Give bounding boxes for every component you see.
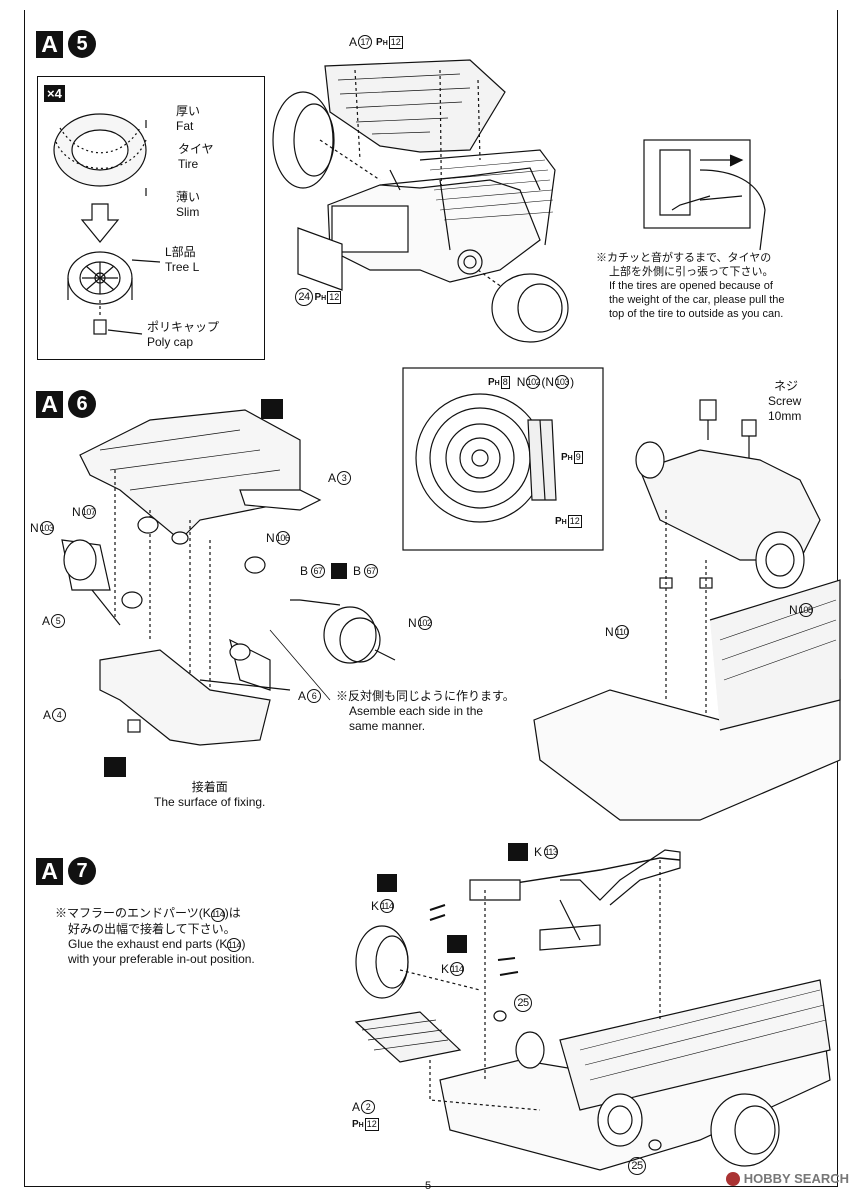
step-a5-header: A 5	[36, 30, 96, 58]
step-number: 7	[68, 857, 96, 885]
part-25-bottom: 25	[628, 1157, 646, 1175]
glue-icon	[508, 843, 528, 861]
step-a6-header: A 6	[36, 390, 96, 418]
watermark-logo-icon	[725, 1171, 740, 1186]
glue-icon	[377, 874, 397, 892]
glue-icon	[447, 935, 467, 953]
step-letter: A	[36, 30, 63, 58]
watermark: HOBBY SEARCH	[725, 1171, 849, 1186]
tire-detail-box: ×4	[37, 76, 265, 360]
mirror-icon	[331, 563, 348, 579]
step-number: 5	[68, 30, 96, 58]
part-25-top: 25	[514, 994, 532, 1012]
multiplier-badge: ×4	[44, 85, 65, 102]
step7-note: ※マフラーのエンドパーツ(K114)は 好みの出幅で接着して下さい。 Glue …	[55, 906, 255, 966]
step-a7-header: A 7	[36, 857, 96, 885]
glue-icon	[261, 399, 283, 419]
screw-label: ネジ Screw 10mm	[768, 379, 802, 423]
step5-note: ※カチッと音がするまで、タイヤの 上部を外側に引っ張って下さい。 If the …	[596, 252, 785, 320]
step6-note: ※反対側も同じように作ります。 Asemble each side in the…	[336, 689, 515, 733]
step-letter: A	[36, 857, 63, 885]
page-number: 5	[425, 1180, 432, 1192]
step-number: 6	[68, 390, 96, 418]
step-letter: A	[36, 390, 63, 418]
fixing-surface-label: 接着面 The surface of fixing.	[154, 780, 266, 809]
glue-icon	[104, 757, 126, 777]
